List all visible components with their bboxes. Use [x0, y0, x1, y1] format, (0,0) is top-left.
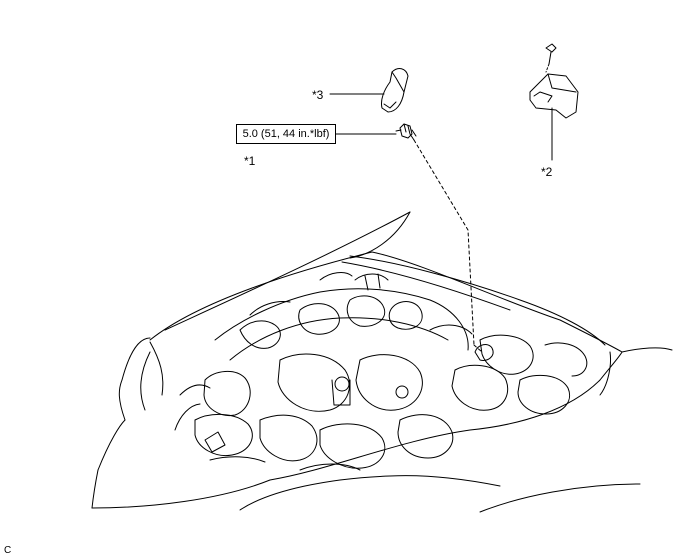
callout-2-label: *2 — [541, 165, 553, 179]
install-leader-line — [414, 140, 482, 352]
illustration-code: C — [4, 545, 12, 556]
bracket-part-2-icon — [530, 44, 578, 128]
engine-assembly — [175, 273, 587, 470]
callout-3-label: *3 — [312, 88, 324, 102]
callout-1-label: *1 — [244, 154, 256, 168]
connector-part-3-icon — [381, 69, 408, 112]
torque-spec-box: 5.0 (51, 44 in.*lbf) — [236, 124, 336, 144]
sensor-part-1-icon — [396, 124, 416, 140]
vehicle-body-outline — [92, 212, 672, 512]
